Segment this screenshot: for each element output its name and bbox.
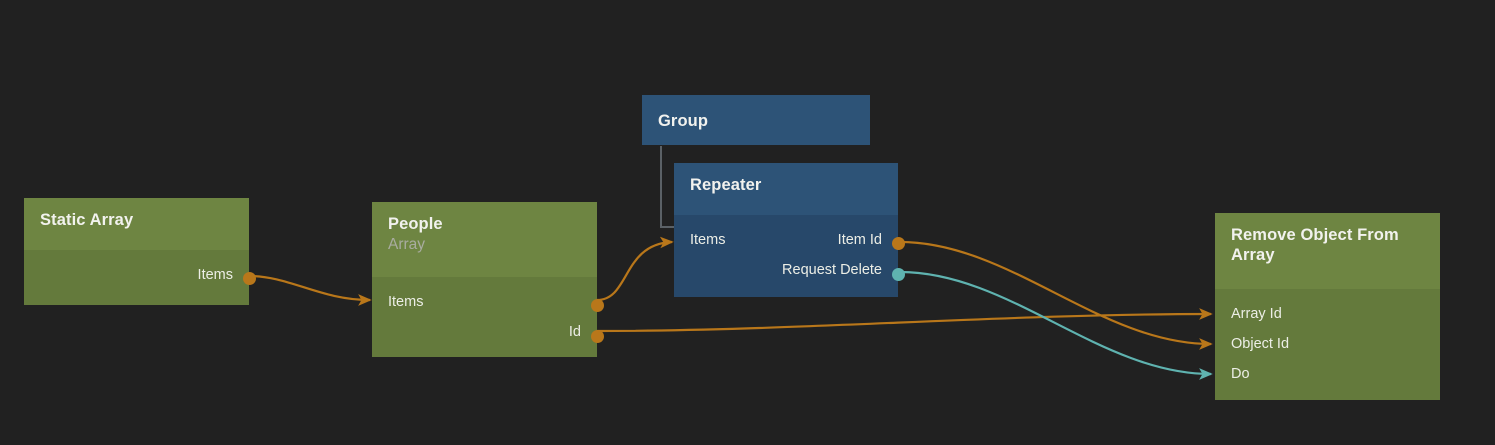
port-row-input-items[interactable]: Items Item Id: [674, 225, 898, 255]
node-header-group[interactable]: Group: [642, 95, 870, 145]
node-header-people[interactable]: People Array: [372, 202, 597, 277]
node-title: People: [388, 214, 581, 234]
node-body-static-array: Items: [24, 250, 249, 305]
port-label: Items: [388, 294, 423, 310]
port-label: Request Delete: [782, 262, 882, 278]
port-dot-output-id[interactable]: [591, 330, 604, 343]
node-title: Group: [658, 111, 854, 131]
port-label: Do: [1231, 366, 1250, 382]
node-header-repeater[interactable]: Repeater: [674, 163, 898, 215]
port-dot-output-item-id[interactable]: [892, 237, 905, 250]
port-row-input-object-id[interactable]: Object Id: [1215, 329, 1440, 359]
port-label: Array Id: [1231, 306, 1282, 322]
node-header-remove-object-from-array[interactable]: Remove Object From Array: [1215, 213, 1440, 289]
node-people[interactable]: People Array Items Id: [372, 202, 597, 357]
wire-repeater-item-id-to-object-id: [900, 242, 1211, 344]
node-body-people: Items Id: [372, 277, 597, 357]
port-label: Id: [569, 324, 581, 340]
node-repeater[interactable]: Repeater Items Item Id Request Delete: [674, 163, 898, 297]
port-label: Items: [198, 267, 233, 283]
node-remove-object-from-array[interactable]: Remove Object From Array Array Id Object…: [1215, 213, 1440, 400]
port-dot-output-request-delete[interactable]: [892, 268, 905, 281]
node-title: Remove Object From Array: [1231, 225, 1424, 265]
node-static-array[interactable]: Static Array Items: [24, 198, 249, 305]
node-group[interactable]: Group: [642, 95, 870, 145]
port-dot-output-items[interactable]: [243, 272, 256, 285]
port-label: Object Id: [1231, 336, 1289, 352]
node-body-remove-object-from-array: Array Id Object Id Do: [1215, 289, 1440, 400]
node-title: Static Array: [40, 210, 233, 230]
port-dot-output-items[interactable]: [591, 299, 604, 312]
node-title: Repeater: [690, 175, 882, 195]
node-header-static-array[interactable]: Static Array: [24, 198, 249, 250]
wire-people-items-to-repeater-items: [597, 242, 672, 300]
group-child-link: [660, 146, 674, 228]
port-row-output-items[interactable]: Items: [24, 260, 249, 290]
wire-static-items-to-people-items: [249, 276, 370, 300]
port-row-output-request-delete[interactable]: Request Delete: [674, 255, 898, 285]
port-row-output-id[interactable]: Id: [372, 317, 597, 347]
port-label: Items: [690, 232, 725, 248]
node-subtitle: Array: [388, 235, 581, 254]
port-row-input-items[interactable]: Items: [372, 287, 597, 317]
port-row-input-array-id[interactable]: Array Id: [1215, 299, 1440, 329]
port-label-item-id: Item Id: [838, 232, 882, 248]
port-row-input-do[interactable]: Do: [1215, 359, 1440, 389]
node-body-repeater: Items Item Id Request Delete: [674, 215, 898, 297]
wire-people-id-to-array-id: [597, 314, 1211, 331]
wire-repeater-request-delete-to-do: [900, 272, 1211, 374]
